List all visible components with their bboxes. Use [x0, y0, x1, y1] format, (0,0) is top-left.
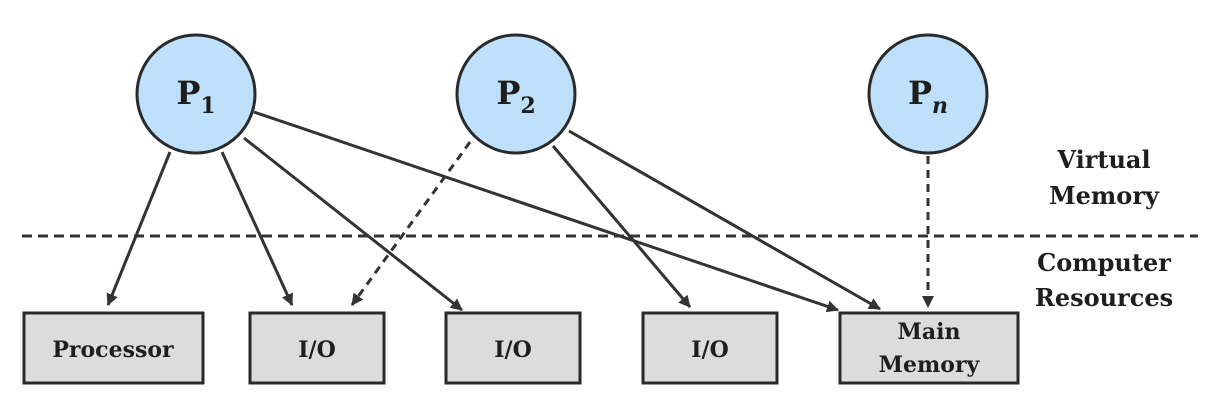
resource-label: I/O [691, 337, 729, 363]
arrow-p2-io1-dashed [350, 141, 472, 306]
process-p1: P1 [135, 33, 257, 155]
process-subscript: 2 [520, 93, 535, 119]
arrow-p1-io1 [220, 151, 294, 306]
arrow-p1-processor [106, 151, 172, 306]
process-label: P [176, 74, 200, 112]
resource-box [22, 311, 205, 385]
process-circle [135, 33, 257, 155]
zone-label-virtual-memory: Virtual Memory [1049, 145, 1160, 210]
process-pn: Pn [867, 33, 989, 155]
zone-label-line1: Computer [1037, 248, 1171, 277]
zone-label-line1: Virtual [1056, 145, 1150, 174]
arrow-p2-main-memory [568, 129, 881, 311]
resource-box [838, 311, 1020, 385]
svg-text:Pn: Pn [908, 74, 948, 119]
resource-io-3: I/O [641, 311, 779, 385]
process-label: P [496, 74, 520, 112]
arrow-p1-io2 [243, 136, 463, 312]
resource-main-memory: Main Memory [838, 311, 1020, 385]
resource-label: I/O [298, 337, 336, 363]
resource-box [641, 311, 779, 385]
resource-io-2: I/O [444, 311, 582, 385]
zone-label-computer-resources: Computer Resources [1035, 248, 1173, 312]
resource-label: Processor [52, 337, 174, 363]
process-p2: P2 [455, 33, 577, 155]
process-subscript: 1 [200, 93, 215, 119]
resource-label-line2: Memory [879, 352, 981, 378]
zone-label-line2: Resources [1035, 283, 1173, 312]
resource-io-1: I/O [248, 311, 386, 385]
process-label: P [908, 74, 932, 112]
process-subscript: n [932, 93, 948, 119]
arrow-p2-io3 [551, 145, 692, 308]
process-circle [867, 33, 989, 155]
arrows [106, 110, 934, 313]
svg-text:P2: P2 [496, 74, 535, 119]
zone-label-line2: Memory [1049, 181, 1160, 210]
resource-label: I/O [494, 337, 532, 363]
resource-box [444, 311, 582, 385]
process-circle [455, 33, 577, 155]
svg-text:P1: P1 [176, 74, 215, 119]
resource-label-line1: Main [898, 319, 961, 345]
resource-processor: Processor [22, 311, 205, 385]
resource-box [248, 311, 386, 385]
arrow-p1-main-memory [253, 110, 839, 313]
